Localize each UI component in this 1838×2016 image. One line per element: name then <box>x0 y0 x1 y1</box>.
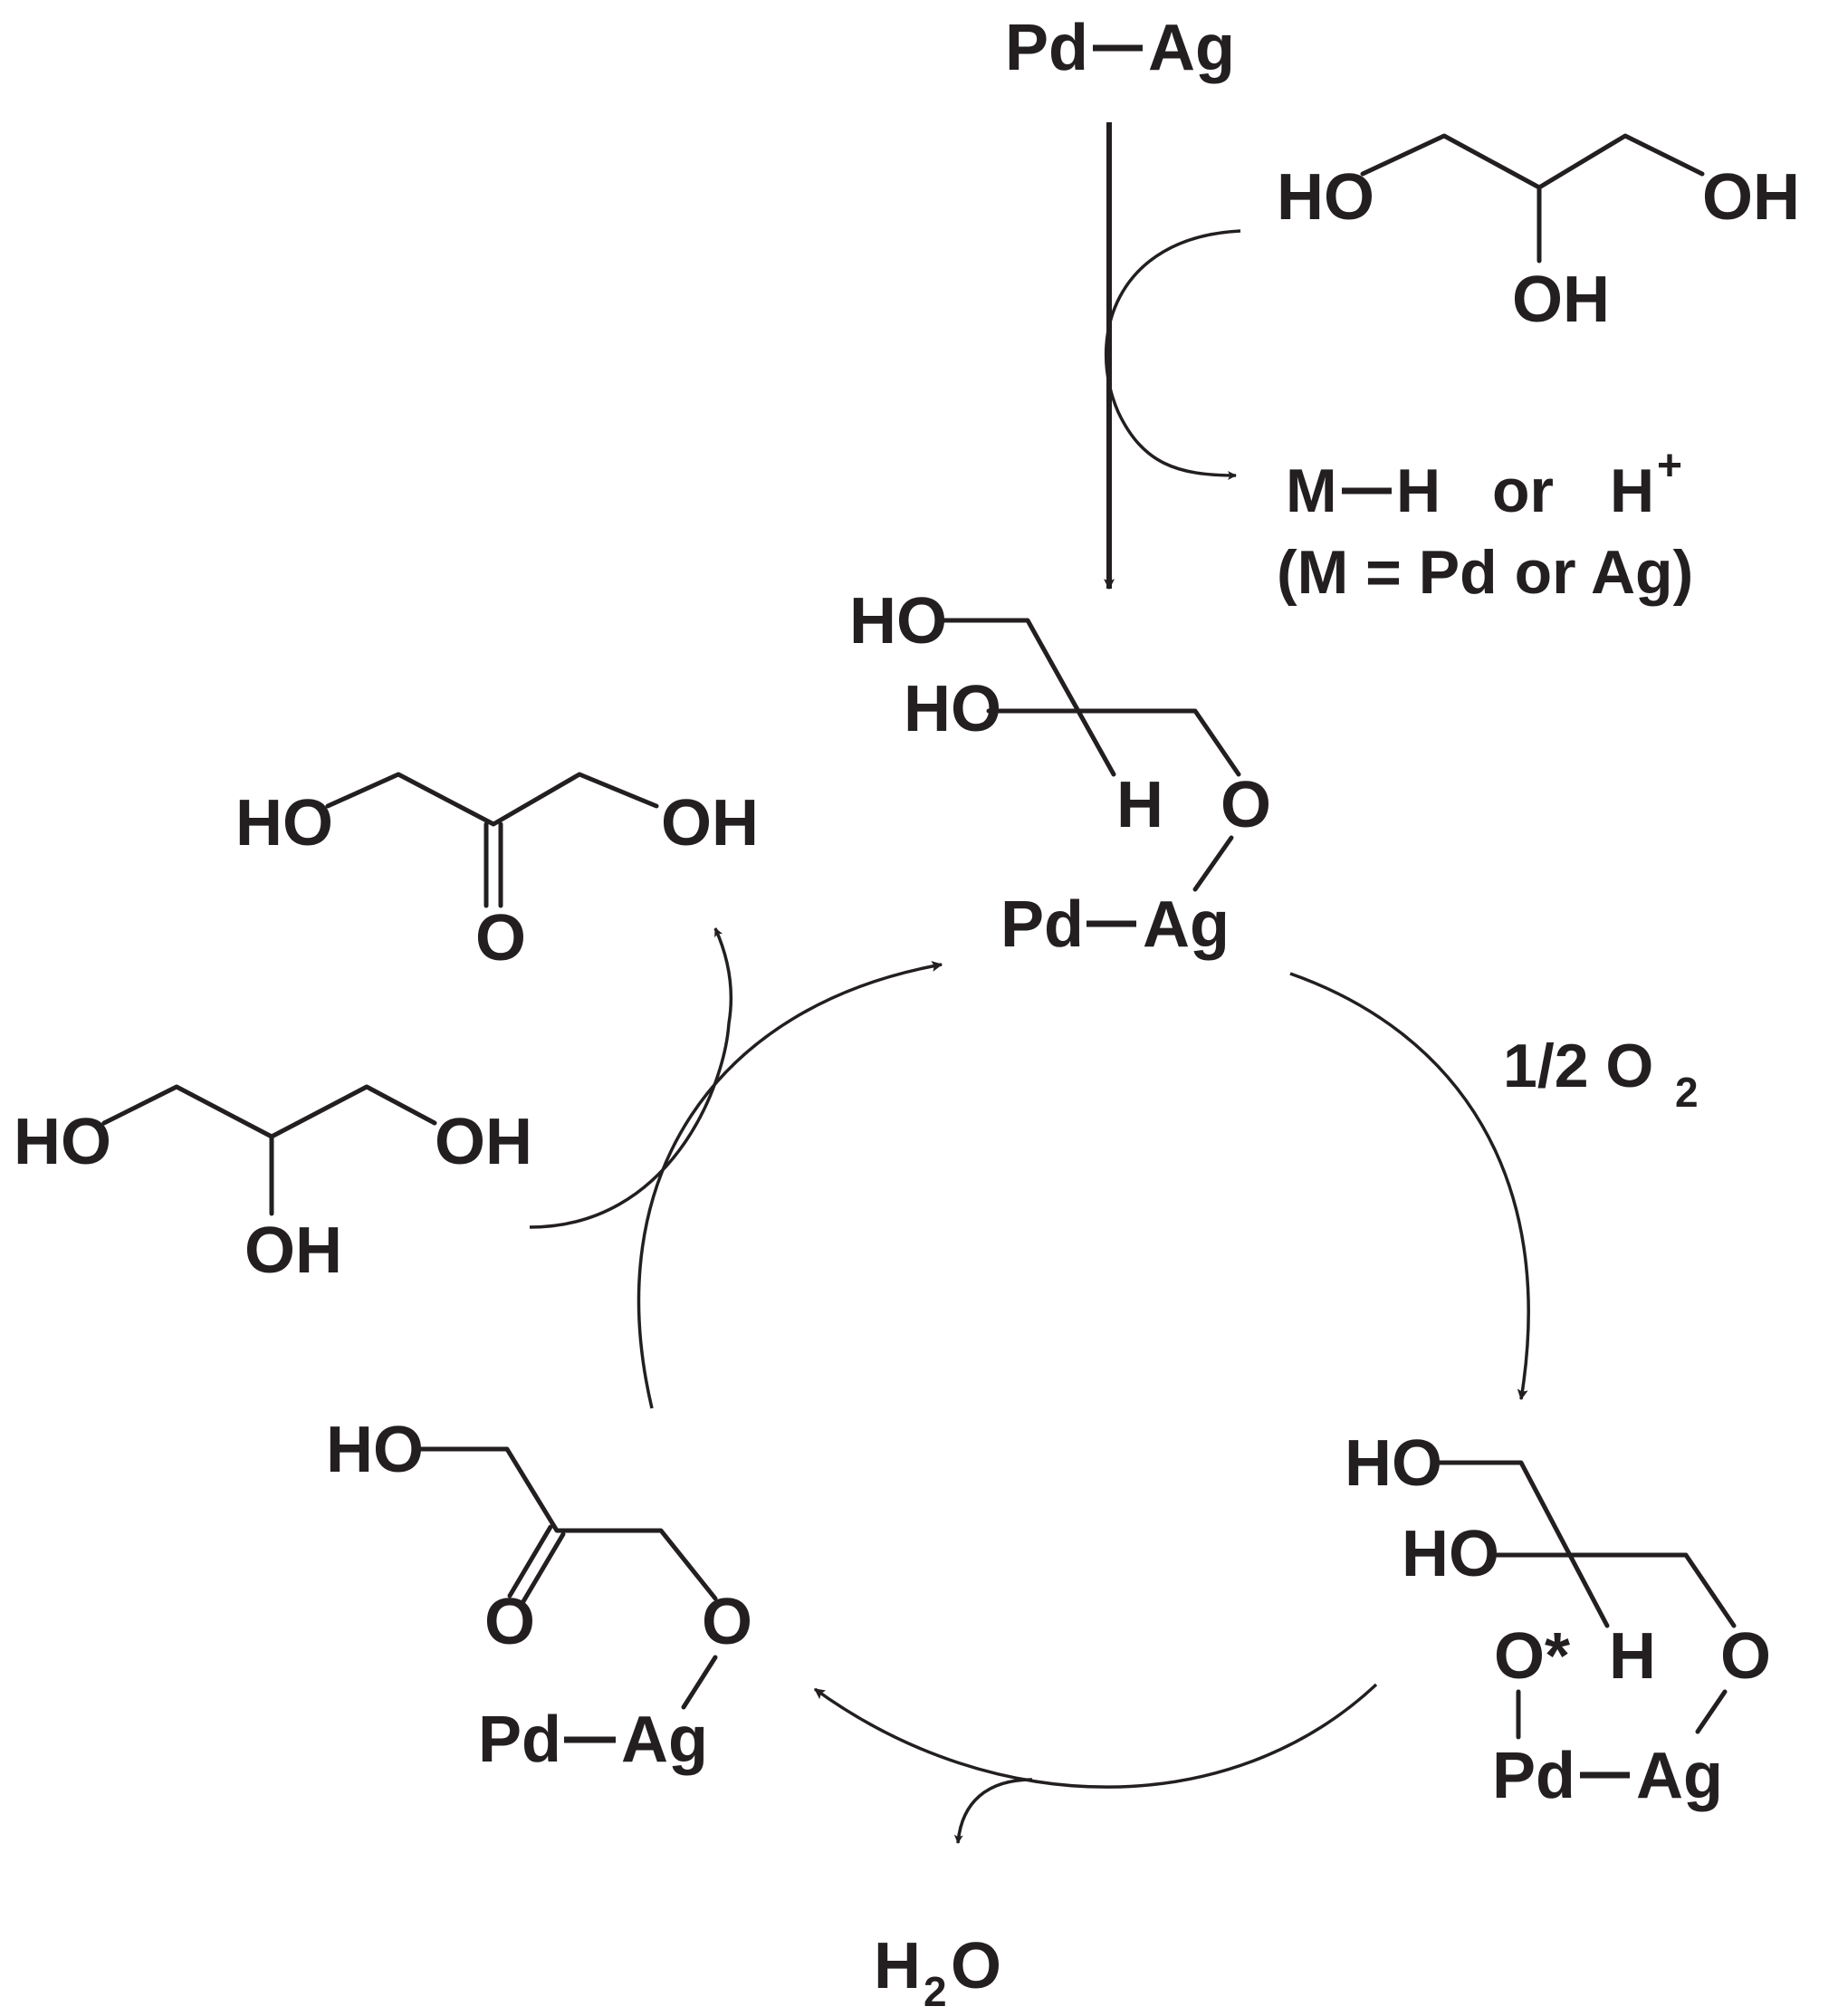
ho-label-2: HO <box>904 673 1001 745</box>
ch2-ch-bond <box>1432 1460 1610 1628</box>
water-h: H <box>874 1930 921 2002</box>
ho-label: HO <box>326 1414 424 1486</box>
cycle-arrow-oxidation <box>1289 972 1530 1401</box>
ch2-o-bond <box>1487 1552 1737 1628</box>
o-label: O <box>1221 769 1271 841</box>
plus-sign: + <box>1657 442 1682 490</box>
half-o2-text: 1/2 O <box>1503 1032 1653 1100</box>
ho-label-1: HO <box>849 585 947 658</box>
ag-label: Ag <box>621 1704 708 1776</box>
pd-label: Pd <box>1005 12 1088 84</box>
oh-label-middle: OH <box>1512 264 1610 336</box>
ho-label: HO <box>1277 161 1374 234</box>
pd-label: Pd <box>1492 1740 1575 1812</box>
carbon-chain <box>416 1446 718 1601</box>
oh-label-middle: OH <box>244 1214 342 1287</box>
pd-label: Pd <box>1000 888 1084 961</box>
oh-label: OH <box>435 1106 532 1178</box>
o-label: O <box>475 902 526 974</box>
carbon-chain <box>101 1084 437 1139</box>
product-release-arrow <box>529 927 733 1229</box>
byproduct-label: M H or H + (M = Pd or Ag) <box>1277 442 1693 607</box>
glycerol-top-right: HO OH OH <box>1277 133 1800 336</box>
o-ag-bond <box>1192 835 1234 892</box>
ch2-ch-bond <box>939 618 1116 777</box>
h-plus-label: H <box>1610 456 1654 525</box>
ag-label: Ag <box>1636 1740 1723 1812</box>
oh-label: OH <box>661 787 759 859</box>
glycerol-left: HO OH OH <box>14 1084 532 1287</box>
ho-label: HO <box>14 1106 111 1178</box>
ho-label-2: HO <box>1402 1518 1499 1590</box>
side-arc-arrow <box>1104 229 1241 480</box>
ag-label: Ag <box>1148 12 1235 84</box>
metal-definition: (M = Pd or Ag) <box>1277 538 1693 607</box>
o-ag-bond <box>1695 1689 1728 1734</box>
water-o: O <box>951 1930 1001 2002</box>
ho-label: HO <box>235 787 333 859</box>
o-label: O <box>1720 1620 1771 1693</box>
or-label: or <box>1492 456 1554 525</box>
dihydroxyacetone-product: HO OH O <box>235 772 759 974</box>
oxygen-label: 1/2 O 2 <box>1503 1032 1699 1116</box>
c-o-double-bond-2 <box>520 1531 566 1606</box>
water-release-arrow <box>953 1778 1033 1844</box>
o2-subscript: 2 <box>1675 1069 1699 1116</box>
o-star-label: O* <box>1494 1620 1570 1693</box>
cycle-arrow-regeneration <box>637 961 943 1409</box>
c-o-double-bond-1 <box>507 1524 553 1598</box>
activated-oxygen-intermediate: HO HO H O O* Pd Ag <box>1345 1427 1771 1812</box>
h-label: H <box>1609 1620 1656 1693</box>
alkoxide-intermediate: HO HO H O Pd Ag <box>849 585 1271 961</box>
catalyst-pd-ag-top: Pd Ag <box>1005 12 1235 84</box>
o-ag-bond <box>681 1655 718 1710</box>
alkoxide-o-label: O <box>702 1586 752 1658</box>
carbon-chain <box>325 772 659 827</box>
water-product: H 2 O <box>874 1930 1001 2015</box>
h-label: H <box>1396 456 1441 525</box>
cycle-arrow-elimination <box>813 1683 1378 1789</box>
water-subscript: 2 <box>924 1968 947 2015</box>
ketone-intermediate: HO O O Pd Ag <box>326 1414 752 1776</box>
h-label: H <box>1116 769 1163 841</box>
oh-label: OH <box>1702 161 1800 234</box>
ch2-o-bond <box>986 708 1241 777</box>
carbon-chain <box>1360 133 1705 190</box>
ag-label: Ag <box>1143 888 1230 961</box>
pd-label: Pd <box>478 1704 561 1776</box>
m-label: M <box>1286 456 1337 525</box>
ho-label-1: HO <box>1345 1427 1442 1500</box>
